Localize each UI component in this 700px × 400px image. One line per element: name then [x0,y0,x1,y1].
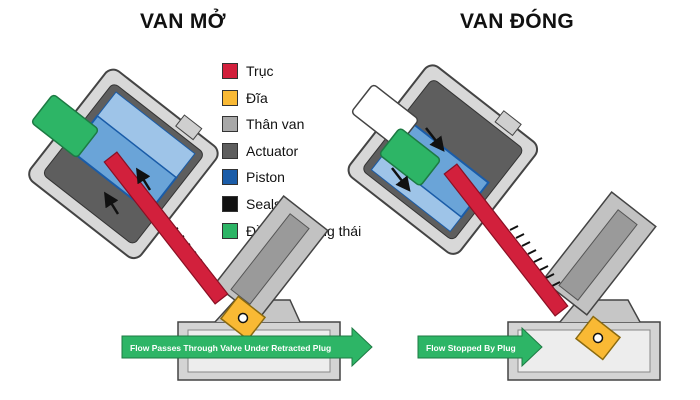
closed-valve-disc [574,315,622,361]
closed-valve-neck [541,191,657,316]
legend-swatch-body [222,116,238,133]
closed-valve-flow-arrow: Flow Stopped By Plug [417,326,543,368]
legend-item-body: Thân van [222,113,361,135]
open-valve-arrow-down [104,191,120,215]
open-valve-title: VAN MỞ [140,10,226,33]
legend-label: Seals [246,195,282,212]
legend-label: Đĩa [246,89,268,106]
closed-valve-indicator [379,128,441,186]
closed-valve-arrow-down-1 [425,127,445,152]
open-valve-stem [103,151,229,305]
legend-item-stem: Trục [222,60,361,82]
legend-label: Thân van [246,116,305,133]
open-valve: Flow Passes Through Valve Under Retracte… [28,68,373,381]
open-valve-flow-label: Flow Passes Through Valve Under Retracte… [130,343,331,353]
closed-valve-title: VAN ĐÓNG [460,10,575,33]
legend-swatch-disc [222,89,238,106]
legend-label: Actuator [246,142,299,159]
open-valve-neck [213,195,329,320]
open-valve-flow-arrow: Flow Passes Through Valve Under Retracte… [121,326,373,368]
legend-label: Trục [246,63,274,79]
legend: Trục Đĩa Thân van Actuator Piston Seals … [222,60,361,246]
open-valve-indicator [31,94,99,158]
closed-valve-arrow-down-2 [391,167,411,192]
legend-swatch-stem [222,63,238,79]
open-valve-arrow-up [136,167,152,191]
legend-label: Piston [246,169,285,186]
closed-valve-flow-label: Flow Stopped By Plug [426,343,516,353]
closed-valve: Flow Stopped By Plug [347,64,661,381]
legend-swatch-actuator [222,142,238,159]
open-valve-disc [219,295,267,341]
legend-swatch-piston [222,169,238,186]
closed-valve-stem [443,163,569,317]
open-valve-actuator [28,68,219,260]
legend-swatch-seals [222,195,238,212]
legend-swatch-indicator [222,222,238,239]
legend-item-disc: Đĩa [222,87,361,109]
legend-item-seals: Seals [222,193,361,215]
closed-valve-spring [509,225,561,287]
legend-item-piston: Piston [222,166,361,188]
legend-item-actuator: Actuator [222,140,361,162]
